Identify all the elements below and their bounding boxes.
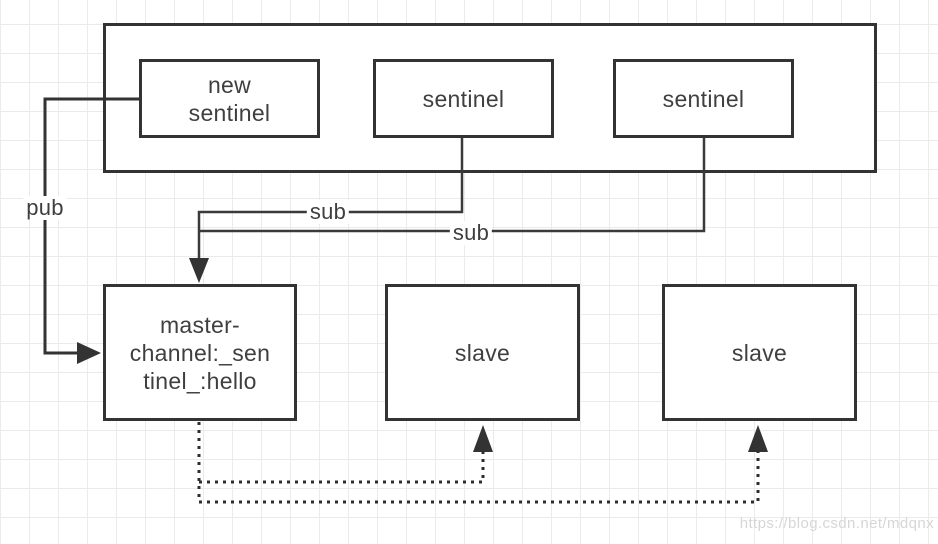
edge-label-sub-2: sub: [449, 221, 493, 245]
node-new-sentinel: new sentinel: [139, 59, 320, 138]
node-sentinel-2: sentinel: [613, 59, 794, 138]
node-master-channel-label-line1: master-: [159, 311, 241, 338]
node-slave-2-label: slave: [731, 339, 788, 366]
edge-dotted-slave-1: [199, 452, 485, 484]
node-sentinel-2-label: sentinel: [662, 85, 745, 112]
node-slave-1: slave: [385, 284, 580, 421]
arrowhead-slave-2: [748, 425, 768, 452]
node-slave-2: slave: [662, 284, 857, 421]
node-master-channel-label-line2: channel:_sen: [129, 339, 271, 366]
edge-label-pub: pub: [23, 196, 67, 220]
edge-label-sub-1: sub: [306, 200, 350, 224]
node-slave-1-label: slave: [454, 339, 511, 366]
watermark: https://blog.csdn.net/mdqnx: [739, 515, 934, 532]
node-master-channel: master- channel:_sen tinel_:hello: [103, 284, 297, 421]
arrowhead-sub: [189, 258, 209, 283]
edge-dotted-slave-2: [199, 452, 760, 504]
node-new-sentinel-label-line2: sentinel: [188, 99, 271, 126]
node-sentinel-1-label: sentinel: [422, 85, 505, 112]
arrowhead-slave-1: [473, 425, 493, 452]
arrowhead-pub: [77, 342, 101, 364]
node-master-channel-label-line3: tinel_:hello: [143, 367, 257, 394]
node-new-sentinel-label-line1: new: [207, 71, 252, 98]
node-sentinel-1: sentinel: [373, 59, 554, 138]
